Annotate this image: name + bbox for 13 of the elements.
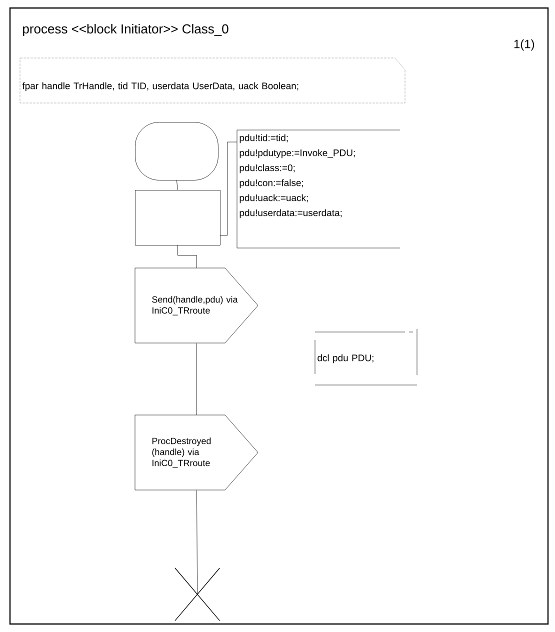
task-box [135,190,220,246]
connector-line [178,245,197,268]
diagram-title: process <<block Initiator>> Class_0 [23,24,228,36]
connector-line [220,142,238,236]
comment-text: pdu!tid:=tid; pdu!pdutype:=Invoke_PDU; pdu!class:=0; pdu!con:=false; pdu!uack:=uack; pdu!userdata:=userdata; [236,130,400,248]
connector-line [196,343,197,416]
stop-symbol [174,568,220,622]
declaration-text-box: dcl pdu PDU; [314,328,418,386]
page-number: 1(1) [514,39,534,51]
parameter-text-box: fpar handle TrHandle, tid TID, userdata UserData, uack Boolean; [20,58,406,104]
connector-line [176,180,178,190]
start-symbol [135,122,218,180]
connector-line [196,490,198,595]
